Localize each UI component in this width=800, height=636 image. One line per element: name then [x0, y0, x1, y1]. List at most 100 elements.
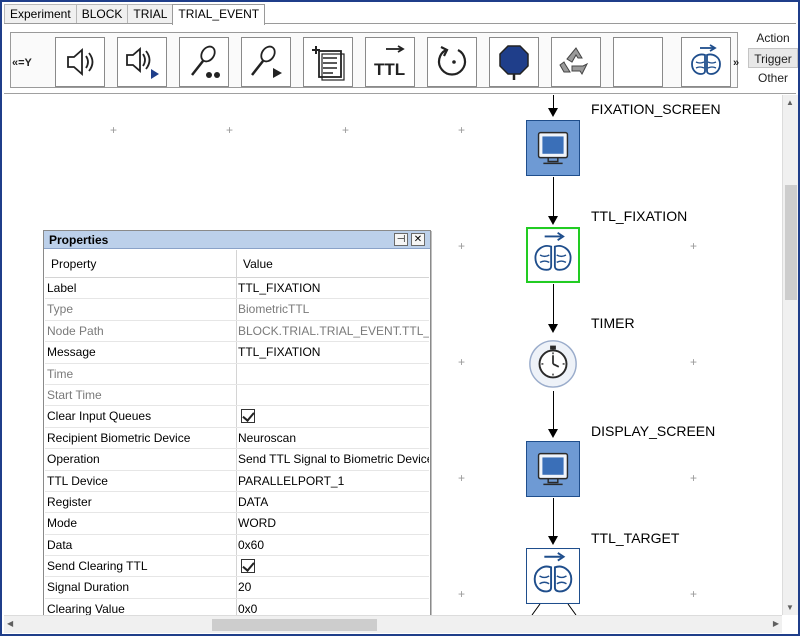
- property-value[interactable]: [237, 364, 429, 384]
- vertical-scrollbar[interactable]: ▲ ▼: [782, 95, 798, 615]
- grid-mark: +: [458, 587, 466, 601]
- flow-node-fixation-screen[interactable]: [526, 120, 580, 176]
- category-tab-action[interactable]: Action: [756, 31, 790, 45]
- flow-node-ttl-fixation[interactable]: [526, 227, 580, 283]
- property-row[interactable]: Time: [45, 363, 429, 385]
- property-row[interactable]: Send Clearing TTL: [45, 556, 429, 578]
- flow-node-ttl-target[interactable]: [526, 548, 580, 604]
- horizontal-scrollbar[interactable]: ◀ ▶: [4, 615, 782, 633]
- property-value[interactable]: TTL_FIXATION: [238, 345, 321, 360]
- scroll-right-icon[interactable]: ▶: [772, 619, 779, 628]
- toolbar-scroll-left[interactable]: «=Y: [12, 57, 32, 69]
- flow-arrow: [548, 108, 558, 117]
- tab-block[interactable]: BLOCK: [75, 4, 129, 24]
- update-cycle-button[interactable]: [427, 37, 477, 87]
- property-value[interactable]: 20: [238, 580, 252, 595]
- brain-ttl-icon: [528, 229, 578, 281]
- property-value[interactable]: 0x0: [238, 601, 258, 615]
- sound-icon: [67, 48, 94, 76]
- flow-node-label: FIXATION_SCREEN: [591, 101, 721, 117]
- grid-mark: +: [110, 123, 118, 137]
- stop-sign-icon: [499, 45, 529, 80]
- property-name: Send Clearing TTL: [45, 556, 237, 577]
- flow-node-label: TTL_FIXATION: [591, 208, 688, 224]
- toolbar-scroll-right[interactable]: »: [733, 57, 740, 69]
- property-value[interactable]: BiometricTTL: [238, 302, 310, 317]
- property-name: Operation: [45, 449, 237, 470]
- ttl-icon: TTL: [374, 45, 405, 79]
- property-row[interactable]: Clear Input Queues: [45, 406, 429, 428]
- property-row[interactable]: Start Time: [45, 384, 429, 407]
- voice-record-button[interactable]: [179, 37, 229, 87]
- property-name: Node Path: [45, 320, 237, 342]
- checkbox-checked-icon[interactable]: [241, 409, 255, 424]
- properties-header-row: Property Value: [45, 250, 429, 278]
- flow-connector: [553, 391, 554, 431]
- monitor-icon: [527, 442, 579, 496]
- property-value[interactable]: TTL_FIXATION: [238, 281, 321, 295]
- grid-mark: +: [342, 123, 350, 137]
- property-value[interactable]: BLOCK.TRIAL.TRIAL_EVENT.TTL_...: [238, 323, 429, 338]
- flow-canvas[interactable]: + + + + + + + + + + + + + + +: [4, 95, 782, 615]
- ttl-button[interactable]: TTL: [365, 37, 415, 87]
- biometric-ttl-button[interactable]: [681, 37, 731, 87]
- flow-branch-lines: [531, 604, 577, 615]
- checkbox-checked-icon[interactable]: [241, 559, 255, 574]
- property-checkbox-cell[interactable]: [237, 406, 429, 426]
- category-tab-trigger[interactable]: Trigger: [748, 48, 798, 68]
- sound-play-button[interactable]: [117, 37, 167, 87]
- property-name: Clear Input Queues: [45, 406, 237, 427]
- property-value[interactable]: Neuroscan: [238, 430, 297, 445]
- scroll-left-icon[interactable]: ◀: [7, 619, 14, 628]
- pin-icon[interactable]: ⊣: [394, 233, 408, 246]
- close-icon[interactable]: ✕: [411, 233, 425, 246]
- property-value[interactable]: Send TTL Signal to Biometric Device: [238, 452, 429, 467]
- recycle-button[interactable]: [551, 37, 601, 87]
- blank-button[interactable]: [613, 37, 663, 87]
- scroll-up-icon[interactable]: ▲: [786, 98, 794, 107]
- flow-node-timer[interactable]: [526, 334, 580, 390]
- property-value[interactable]: PARALLELPORT_1: [238, 473, 345, 488]
- tab-trial-event[interactable]: TRIAL_EVENT: [172, 4, 266, 25]
- flow-node-display-screen[interactable]: [526, 441, 580, 497]
- tab-trial[interactable]: TRIAL: [127, 4, 174, 24]
- tab-experiment[interactable]: Experiment: [4, 4, 77, 24]
- biometric-ttl-icon: [691, 44, 721, 75]
- grid-mark: +: [690, 355, 698, 369]
- add-list-button[interactable]: [303, 37, 353, 87]
- property-name: Register: [45, 491, 237, 513]
- property-name: Type: [45, 299, 237, 320]
- property-value[interactable]: 0x60: [238, 537, 265, 552]
- sound-button[interactable]: [55, 37, 105, 87]
- vertical-scroll-thumb[interactable]: [785, 185, 797, 300]
- property-checkbox-cell[interactable]: [237, 556, 429, 576]
- horizontal-scroll-thumb[interactable]: [212, 619, 377, 631]
- properties-title-bar[interactable]: Properties ⊣ ✕: [44, 231, 430, 249]
- category-tab-other[interactable]: Other: [757, 71, 788, 85]
- flow-node-label: TIMER: [591, 315, 635, 331]
- property-value[interactable]: DATA: [238, 494, 269, 509]
- voice-play-icon: [251, 45, 282, 78]
- svg-text:TTL: TTL: [374, 60, 405, 79]
- scroll-down-icon[interactable]: ▼: [786, 603, 794, 612]
- toolbar-strip: «=Y: [10, 32, 740, 88]
- voice-play-button[interactable]: [241, 37, 291, 87]
- property-value[interactable]: WORD: [238, 516, 276, 531]
- stop-sign-button[interactable]: [489, 37, 539, 87]
- property-name: Signal Duration: [45, 577, 237, 598]
- value-column-header: Value: [243, 257, 273, 271]
- property-value[interactable]: [237, 385, 429, 405]
